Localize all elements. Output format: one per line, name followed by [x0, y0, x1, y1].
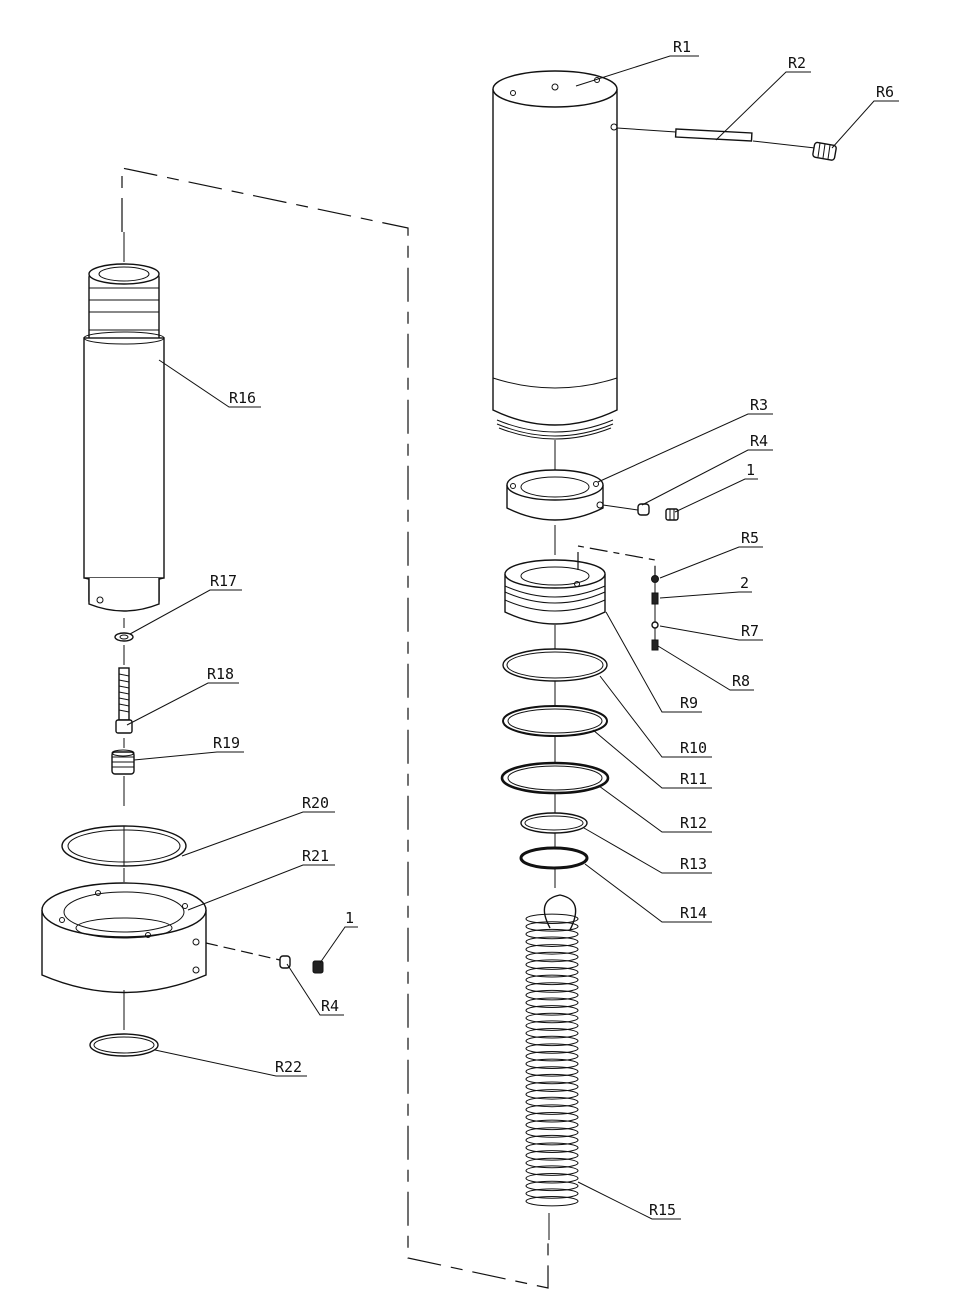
spring-coil: [525, 928, 579, 940]
callout-r16: R16: [229, 389, 256, 407]
part-r4-pin-left: [205, 942, 291, 969]
callout-r14: R14: [680, 904, 707, 922]
spring-coil: [525, 1005, 579, 1016]
leader-lines: [126, 55, 899, 1220]
part-r2-pin: [616, 127, 816, 149]
part-r14-oring: [519, 846, 589, 870]
spring-coil: [525, 1050, 579, 1062]
part-r16-shaft: [83, 232, 165, 612]
spring-coil: [525, 1058, 579, 1070]
spring-coil: [525, 1104, 579, 1115]
part-r20-ring: [61, 825, 187, 867]
part-r15-spring: [525, 894, 579, 1240]
callout-r6: R6: [876, 83, 894, 101]
callout-r20: R20: [302, 794, 329, 812]
spring-coil: [525, 1012, 579, 1024]
spring-coil: [525, 967, 579, 978]
callout-r4-left: R4: [321, 997, 339, 1015]
callout-r18: R18: [207, 665, 234, 683]
part-r1-housing: [492, 70, 618, 440]
spring-coil: [525, 1173, 579, 1184]
spring-coil: [525, 1157, 579, 1169]
spring-coil: [525, 1112, 579, 1123]
part-r4-pin-right: [602, 503, 650, 516]
spring-coil: [525, 1089, 579, 1100]
spring-coil: [525, 1119, 579, 1131]
spring-coil: [525, 1081, 579, 1092]
spring-coil: [525, 1142, 579, 1153]
part-1-setscrew-left: [312, 960, 324, 974]
callout-r11: R11: [680, 770, 707, 788]
callout-r12: R12: [680, 814, 707, 832]
part-r3-collar: [506, 469, 604, 521]
spring-coil: [525, 1043, 579, 1054]
callout-r9: R9: [680, 694, 698, 712]
part-r13-ring: [520, 812, 588, 834]
spring-coil: [525, 1035, 579, 1047]
spring-coil: [525, 959, 579, 970]
part-r11-ring: [502, 705, 608, 737]
spring-coil: [525, 989, 579, 1001]
callout-r4-right: R4: [750, 432, 768, 450]
spring-coil: [525, 1195, 579, 1207]
spring-coil: [525, 1096, 579, 1108]
callout-r10: R10: [680, 739, 707, 757]
part-r18-bolt: [115, 645, 133, 734]
callout-r2: R2: [788, 54, 806, 72]
part-r10-ring: [502, 648, 608, 682]
part-r6-setscrew: [812, 141, 837, 161]
spring-coil: [525, 1066, 579, 1077]
callout-r22: R22: [275, 1058, 302, 1076]
callout-r3: R3: [750, 396, 768, 414]
spring-coil: [525, 951, 579, 963]
check-valve-assembly: [577, 545, 659, 651]
spring-coil: [525, 982, 579, 993]
callout-r5: R5: [741, 529, 759, 547]
spring-coil: [525, 1073, 579, 1085]
callout-r19: R19: [213, 734, 240, 752]
spring-coil: [525, 997, 579, 1008]
spring-coil: [525, 1028, 579, 1039]
part-1-setscrew-right: [665, 508, 679, 521]
callout-1-right: 1: [746, 461, 755, 479]
spring-coil: [525, 913, 579, 925]
part-r9-piston: [504, 559, 606, 625]
part-r19-insert: [111, 738, 135, 806]
callout-2: 2: [740, 574, 749, 592]
spring-coil: [525, 1150, 579, 1161]
callout-r17: R17: [210, 572, 237, 590]
callout-r13: R13: [680, 855, 707, 873]
spring-coil: [525, 1165, 579, 1176]
spring-coil: [525, 1180, 579, 1192]
part-r17-washer: [114, 618, 134, 642]
callout-r1: R1: [673, 38, 691, 56]
part-r22-oring: [89, 1033, 159, 1057]
spring-coil: [525, 1020, 579, 1031]
callout-r7: R7: [741, 622, 759, 640]
assembly-dashed-path: [121, 167, 549, 1289]
spring-coil: [525, 974, 579, 986]
callout-r15: R15: [649, 1201, 676, 1219]
spring-coil: [525, 936, 579, 947]
spring-coil: [525, 1188, 579, 1199]
callout-r21: R21: [302, 847, 329, 865]
part-r12-ring: [500, 761, 610, 795]
callout-1-left: 1: [345, 909, 354, 927]
spring-coil: [525, 921, 579, 932]
spring-coil: [525, 944, 579, 955]
spring-coil: [525, 1134, 579, 1146]
spring-coil: [525, 1127, 579, 1138]
callout-r8: R8: [732, 672, 750, 690]
part-r21-base: [41, 868, 207, 1030]
